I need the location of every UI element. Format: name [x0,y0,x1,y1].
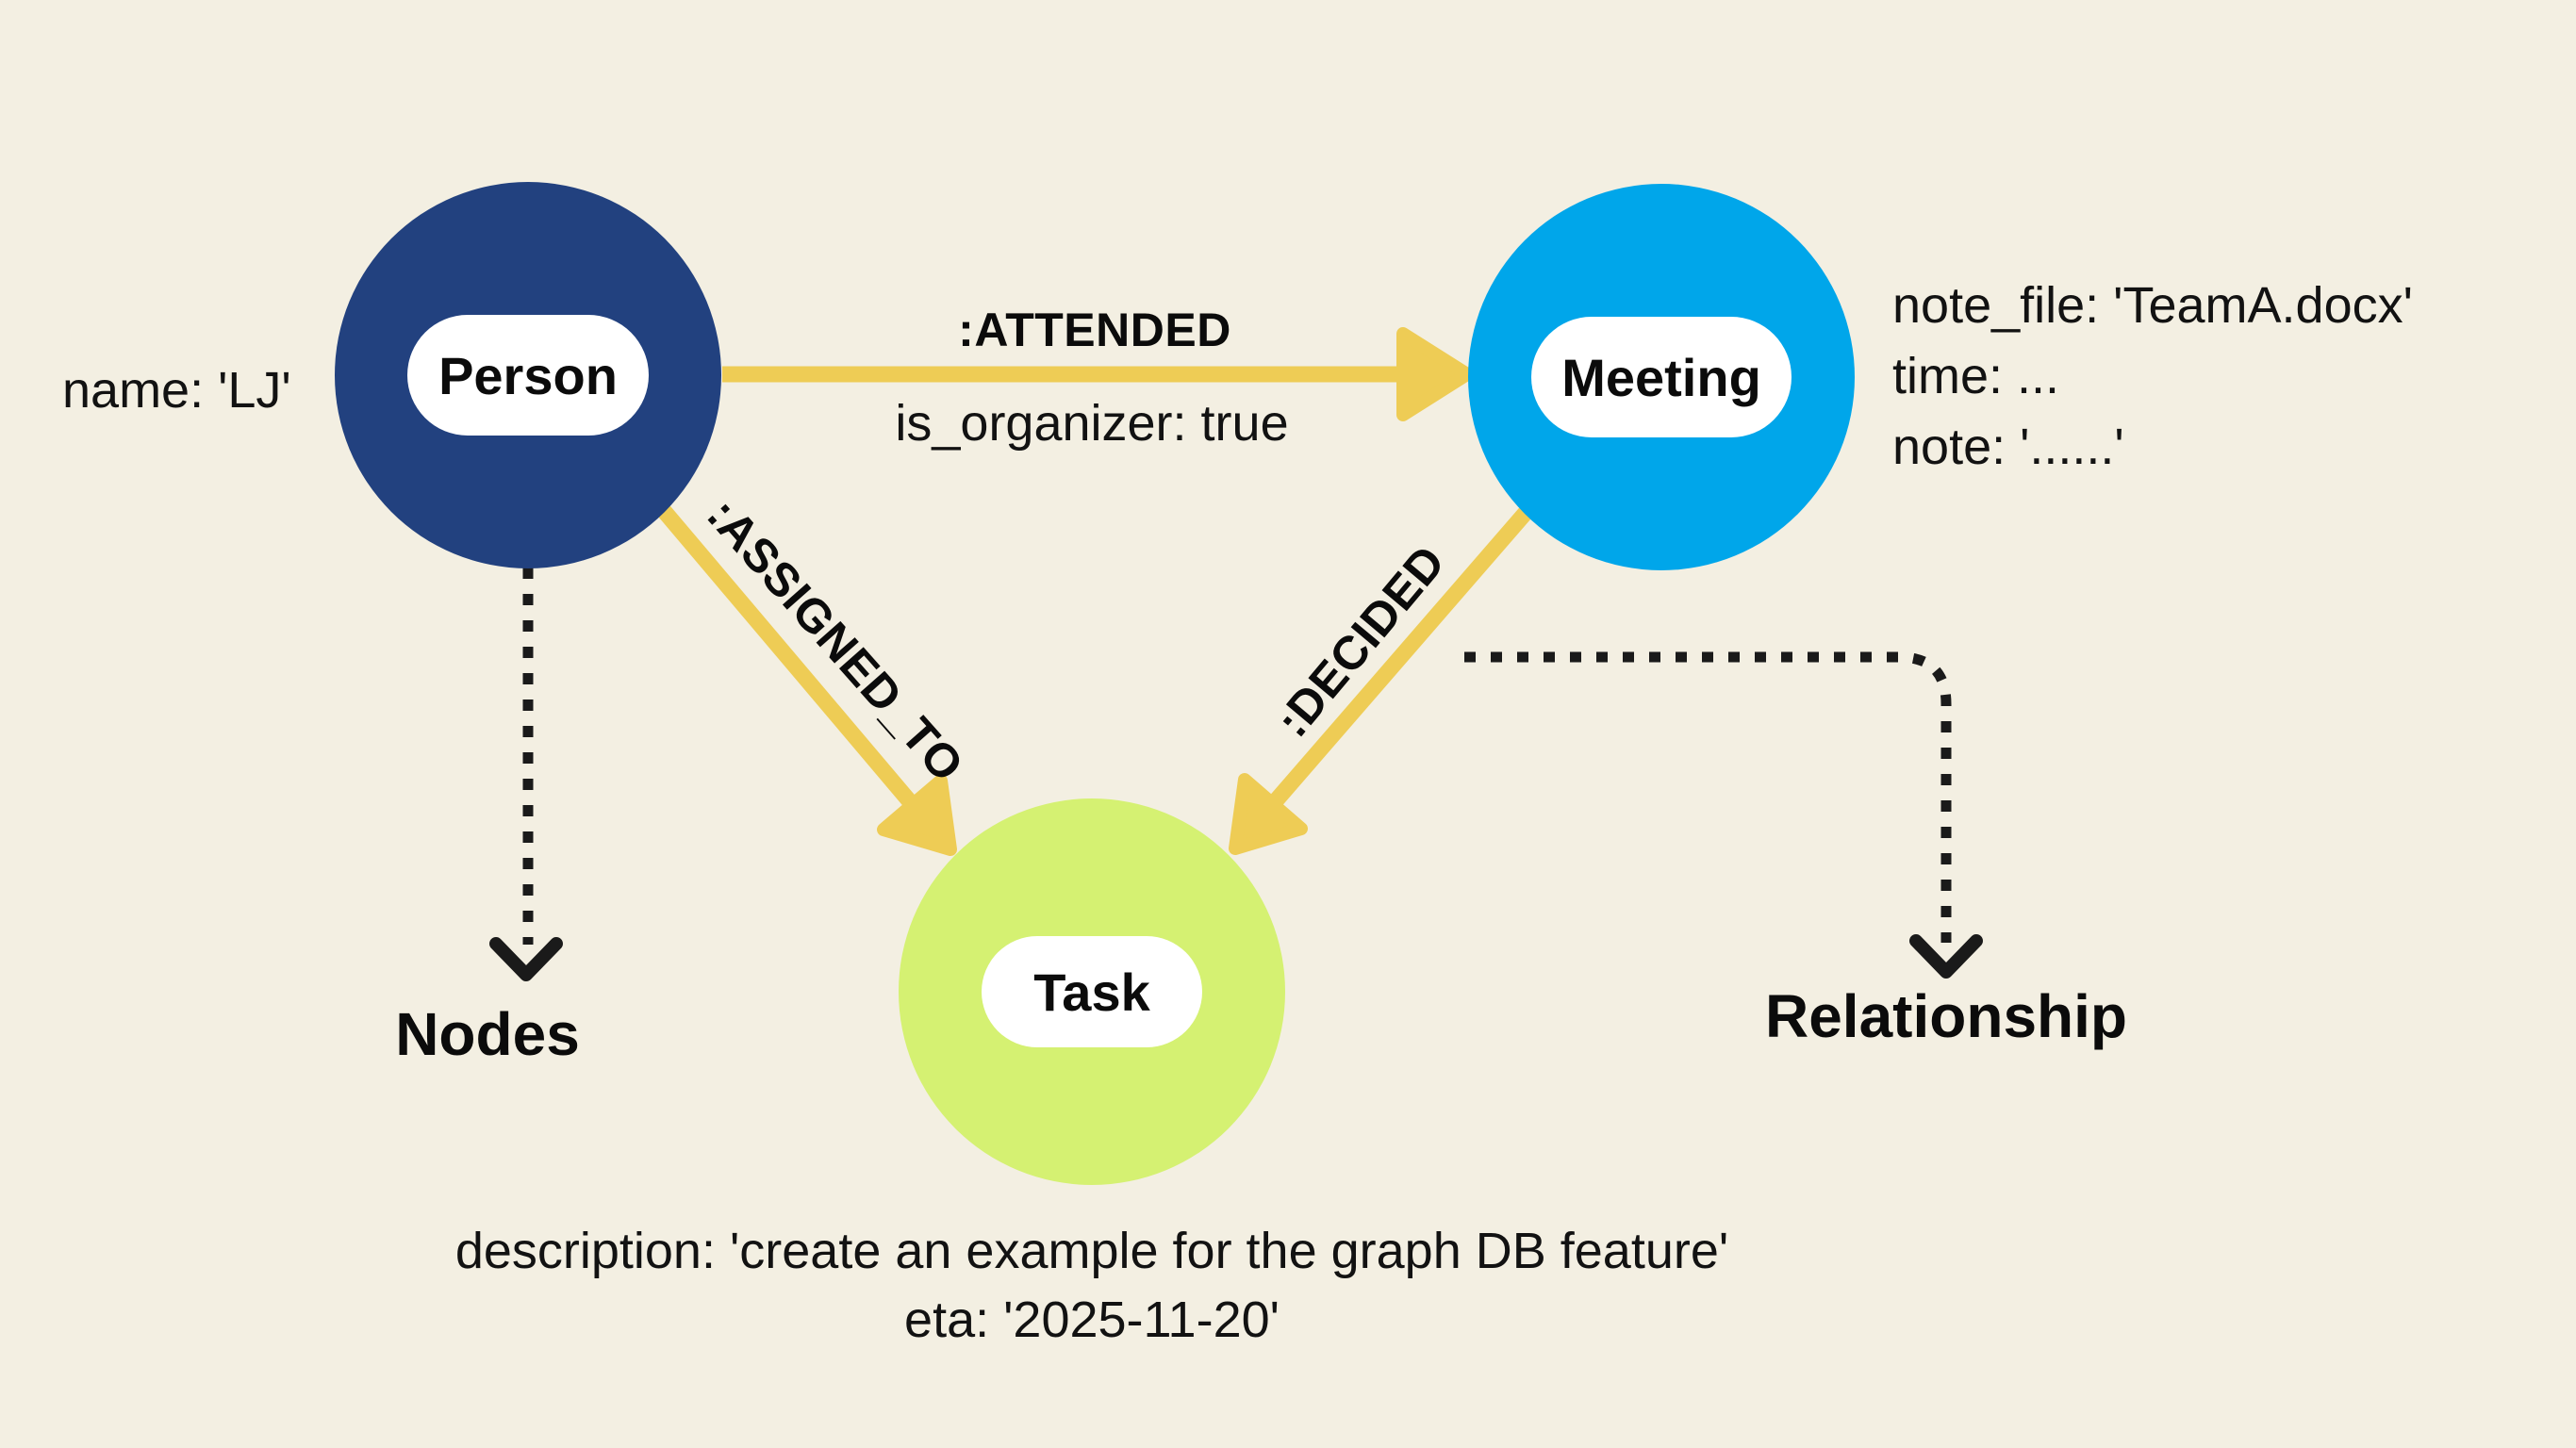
task-node-label: Task [1033,962,1150,1022]
meeting-properties: note_file: 'TeamA.docx' time: ... note: … [1892,271,2413,483]
relationship-callout-arrow [1464,651,1983,979]
person-node-label: Person [438,345,618,405]
attended-property-is-organizer: is_organizer: true [895,395,1289,452]
attended-relationship-label: :ATTENDED [958,304,1231,356]
person-property-name: name: 'LJ' [62,362,291,419]
task-property-eta: eta: '2025-11-20' [904,1292,1280,1348]
meeting-node: Meeting [1468,184,1855,570]
nodes-legend-label: Nodes [395,1000,580,1068]
meeting-node-label: Meeting [1561,347,1761,407]
attended-arrowhead-icon [1396,327,1474,421]
relationship-legend-label: Relationship [1764,982,2128,1050]
nodes-arrowhead-icon [489,937,563,981]
nodes-callout-arrow [489,568,563,981]
meeting-node-label-pill: Meeting [1531,317,1792,437]
person-node-label-pill: Person [407,315,649,436]
meeting-property-note: note: '......' [1892,419,2124,475]
task-property-description: description: 'create an example for the … [454,1223,1729,1279]
meeting-property-note-file: note_file: 'TeamA.docx' [1892,277,2413,334]
person-node: Person [335,182,721,568]
task-node-label-pill: Task [982,936,1202,1047]
decided-arrowhead-icon [1229,773,1308,855]
attended-arrow [722,327,1474,421]
assigned-to-arrow [656,503,957,856]
relationship-arrowhead-icon [1909,934,1983,979]
decided-arrow [1229,505,1533,855]
task-node: Task [899,798,1285,1185]
meeting-property-time: time: ... [1892,348,2060,404]
assigned-to-arrowhead-icon [877,774,957,856]
